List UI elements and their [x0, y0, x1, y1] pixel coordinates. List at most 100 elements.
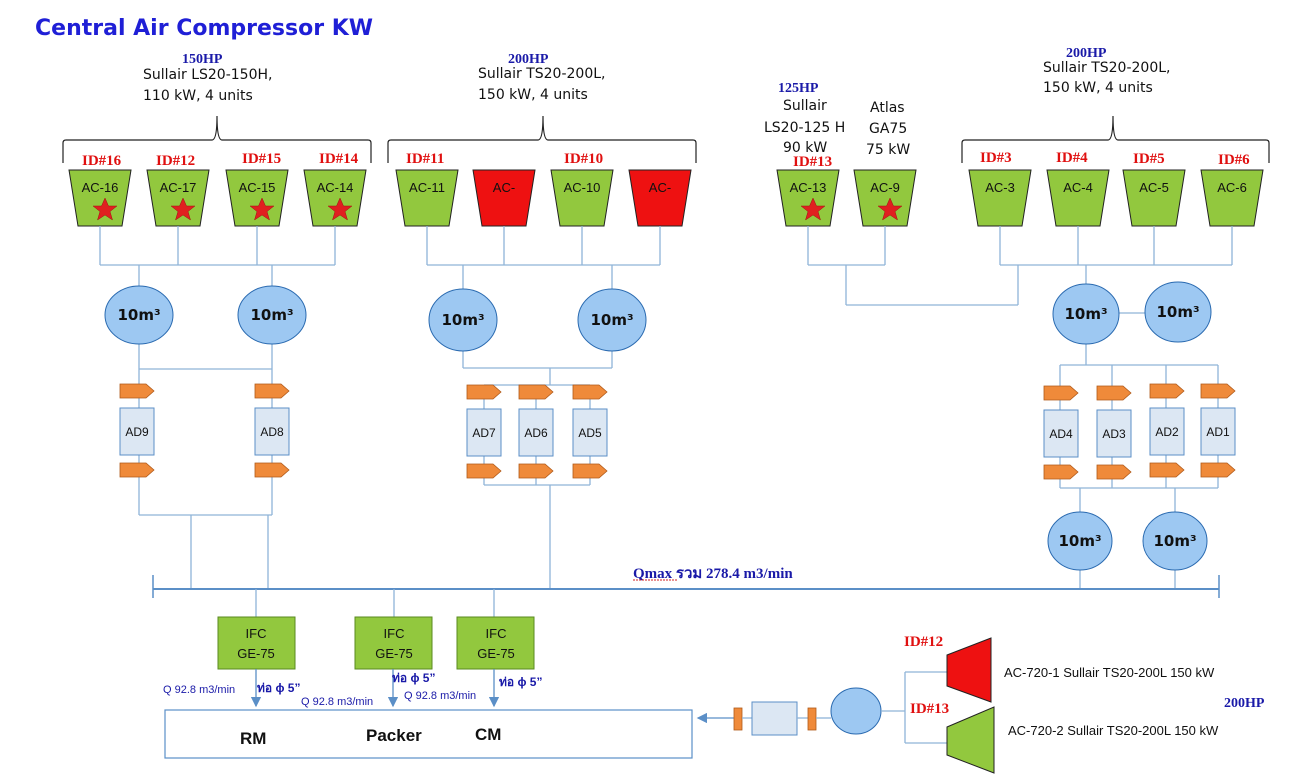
compressor-id-label: ID#4	[1056, 150, 1088, 166]
tank-label: 10m³	[590, 311, 633, 329]
ac720-2-label: AC-720-2 Sullair TS20-200L 150 kW	[1008, 723, 1219, 738]
compressor-label: AC-10	[564, 180, 601, 195]
compressor-body	[1122, 169, 1186, 227]
dryer-label: AD8	[260, 425, 284, 439]
group-3-spec: LS20-125 H	[764, 120, 845, 136]
valve	[1096, 385, 1132, 401]
compressor-ac15: AC-15	[225, 169, 289, 227]
ac720-line	[696, 637, 995, 774]
dryer-ad1: AD1	[1200, 383, 1236, 478]
compressor-ac: AC-	[628, 169, 692, 227]
pipe-size-label: ท่อ ϕ 5”	[257, 681, 300, 695]
dryer-label: AD9	[125, 425, 149, 439]
group-1-spec: 110 kW, 4 units	[143, 88, 253, 104]
tank-label: 10m³	[1153, 532, 1196, 550]
brace-group-1	[62, 115, 372, 163]
valve	[119, 383, 155, 399]
compressor-label: AC-17	[160, 180, 197, 195]
compressor-id-label: ID#13	[793, 154, 832, 170]
dryer-ad2: AD2	[1149, 383, 1185, 478]
compressor-label: AC-16	[82, 180, 119, 195]
tank-label: 10m³	[250, 306, 293, 324]
dryer-box	[1096, 409, 1132, 458]
ifc-model: GE-75	[375, 646, 413, 661]
valve	[733, 707, 743, 731]
tank: 10m³	[428, 288, 498, 352]
tank-label: 10m³	[117, 306, 160, 324]
dryer-ad8: AD8	[254, 383, 290, 478]
compressor-ac16: AC-16	[68, 169, 132, 227]
group-2-spec: 150 kW, 4 units	[478, 87, 588, 103]
compressor-body	[472, 169, 536, 227]
tank: 10m³	[1052, 283, 1120, 345]
compressor-body	[1046, 169, 1110, 227]
ac720-hp: 200HP	[1224, 696, 1265, 711]
group-2-model: Sullair TS20-200L,	[478, 66, 606, 82]
dryer-label: AD5	[578, 426, 602, 440]
dryer-label: AD4	[1049, 427, 1073, 441]
dryer-label: AD6	[524, 426, 548, 440]
compressor-ac10: AC-10	[550, 169, 614, 227]
compressor-ac5: AC-5	[1122, 169, 1186, 227]
valve	[1043, 464, 1079, 480]
plant-box	[164, 709, 693, 759]
tank: 10m³	[1047, 511, 1113, 571]
compressor-body	[68, 169, 132, 227]
flow-label: Q 92.8 m3/min	[404, 690, 476, 702]
piping-group-2	[426, 226, 661, 590]
compressor-id-label: ID#14	[319, 151, 359, 167]
dryer-box	[466, 408, 502, 457]
group-5-model: Sullair TS20-200L,	[1043, 60, 1171, 76]
group-4-spec: GA75	[869, 121, 907, 137]
compressor-body	[395, 169, 459, 227]
group-3-hp: 125HP	[778, 81, 819, 96]
compressor-id-label: ID#11	[406, 151, 444, 167]
tank-label: 10m³	[441, 311, 484, 329]
dryer-label: AD2	[1155, 425, 1179, 439]
ifc-unit	[217, 616, 296, 670]
ifc-model: GE-75	[237, 646, 275, 661]
group-5-spec: 150 kW, 4 units	[1043, 80, 1153, 96]
dryer-ad5: AD5	[572, 384, 608, 479]
compressor-ac17: AC-17	[146, 169, 210, 227]
flow-label: Q 92.8 m3/min	[163, 684, 235, 696]
destination-cm: CM	[475, 725, 501, 744]
dryer-box	[119, 407, 155, 456]
dryer-ad7: AD7	[466, 384, 502, 479]
dryer-ad6: AD6	[518, 384, 554, 479]
compressor-label: AC-14	[317, 180, 354, 195]
dryer-box	[1200, 407, 1236, 456]
compressor-ac3: AC-3	[968, 169, 1032, 227]
valve	[518, 463, 554, 479]
compressor-body	[968, 169, 1032, 227]
brace-group-5	[961, 115, 1270, 163]
compressor-body	[1200, 169, 1264, 227]
tank-label: 10m³	[1064, 305, 1107, 323]
ifc-label: IFC	[246, 626, 267, 641]
dryer-box	[1043, 409, 1079, 458]
valve	[119, 462, 155, 478]
dryer-ad9: AD9	[119, 383, 155, 478]
ifc-model: GE-75	[477, 646, 515, 661]
compressor-label: AC-4	[1063, 180, 1093, 195]
compressor-ac9: AC-9	[853, 169, 917, 227]
valve	[254, 383, 290, 399]
compressor-id-label: ID#16	[82, 153, 122, 169]
valve	[1043, 385, 1079, 401]
ac720-2-id: ID#13	[910, 701, 949, 717]
tank: 10m³	[104, 285, 174, 345]
compressor-label: AC-15	[239, 180, 276, 195]
brace-group-2	[387, 115, 697, 163]
compressor-ac14: AC-14	[303, 169, 367, 227]
compressor-label: AC-3	[985, 180, 1015, 195]
destination-packer: Packer	[366, 726, 422, 745]
valve	[1149, 383, 1185, 399]
tank: 10m³	[577, 288, 647, 352]
dryer-box	[1149, 407, 1185, 456]
pipe-size-label: ท่อ ϕ 5”	[392, 671, 435, 685]
compressor-ac: AC-	[472, 169, 536, 227]
ac720-1-compressor	[946, 637, 992, 703]
flow-arrows	[250, 669, 500, 708]
